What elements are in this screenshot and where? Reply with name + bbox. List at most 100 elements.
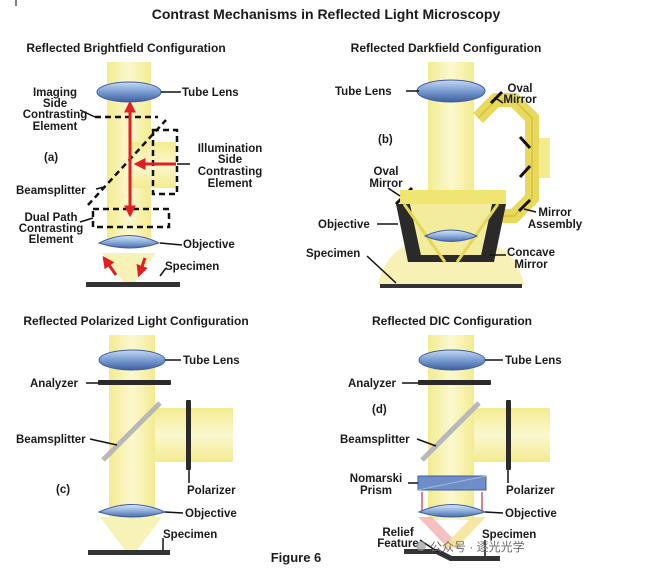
specimen-stage (86, 282, 180, 287)
panel-b-title: Reflected Darkfield Configuration (351, 41, 542, 55)
label-oval-mirror-left-2: Mirror (369, 178, 403, 190)
label-dual-path-1: Dual Path (24, 212, 77, 224)
panel-d-tag: (d) (372, 404, 387, 416)
leader (387, 187, 401, 197)
label-beamsplitter: Beamsplitter (16, 434, 86, 446)
specimen-relief (404, 549, 500, 561)
light-cone (100, 517, 162, 550)
panel-b-tag: (b) (378, 134, 393, 146)
label-nomarski-1: Nomarski (350, 473, 402, 485)
leader (416, 438, 437, 447)
panel-brightfield: Reflected Brightfield Configuration (16, 41, 262, 287)
label-mirror-assembly-1: Mirror (538, 207, 572, 219)
label-tube-lens: Tube Lens (183, 355, 240, 367)
leader (164, 511, 184, 514)
light-cone (102, 253, 156, 282)
watermark: 公众号 · 逐光光学 (416, 539, 525, 554)
label-tube-lens: Tube Lens (505, 355, 562, 367)
label-objective: Objective (185, 508, 237, 520)
wechat-icon (416, 541, 426, 551)
label-objective: Objective (318, 219, 370, 231)
label-dual-path-2: Contrasting (19, 223, 84, 235)
panel-a-tag: (a) (44, 152, 58, 164)
arrow-reflect-left (102, 256, 118, 276)
label-illumination-4: Element (208, 178, 253, 190)
label-specimen: Specimen (163, 529, 217, 541)
figure-caption: Figure 6 (271, 550, 322, 565)
label-oval-mirror-top-2: Mirror (503, 94, 537, 106)
label-concave-mirror-2: Mirror (514, 259, 548, 271)
label-relief-1: Relief (382, 527, 413, 539)
panel-dic: Reflected DIC Configuration Tube Lens An… (340, 314, 562, 561)
label-objective: Objective (183, 239, 235, 251)
label-objective: Objective (505, 508, 557, 520)
label-imaging-4: Element (33, 121, 78, 133)
polarizer-plate (506, 400, 511, 470)
objective-lens (97, 235, 161, 249)
label-tube-lens: Tube Lens (182, 87, 239, 99)
label-polarizer: Polarizer (506, 485, 555, 497)
label-mirror-assembly-2: Assembly (528, 219, 583, 231)
label-concave-mirror-1: Concave (507, 247, 555, 259)
illumination-side-element (151, 128, 179, 196)
label-illumination-3: Contrasting (198, 166, 263, 178)
analyzer-plate (98, 380, 171, 385)
leader (496, 98, 504, 104)
label-specimen: Specimen (306, 248, 360, 260)
figure-title: Contrast Mechanisms in Reflected Light M… (152, 6, 501, 22)
illumination-beam (155, 408, 233, 462)
leader (79, 109, 96, 118)
illumination-beam (474, 408, 550, 462)
panel-c-title: Reflected Polarized Light Configuration (23, 314, 248, 328)
beamsplitter-glass (420, 401, 481, 462)
label-imaging-2: Side (43, 98, 67, 110)
illumination-band (400, 190, 506, 204)
tube-lens (418, 349, 486, 371)
leader (366, 255, 397, 284)
panel-darkfield: Reflected Darkfield Configuration (306, 41, 583, 288)
label-analyzer: Analyzer (348, 378, 396, 390)
label-imaging-1: Imaging (33, 87, 77, 99)
panel-polarized: Reflected Polarized Light Configuration … (16, 314, 249, 555)
label-beamsplitter: Beamsplitter (340, 434, 410, 446)
watermark-text: 公众号 · 逐光光学 (430, 539, 525, 554)
label-specimen: Specimen (165, 261, 219, 273)
polarizer-plate (186, 400, 191, 470)
panel-c-tag: (c) (56, 484, 70, 496)
label-analyzer: Analyzer (30, 378, 78, 390)
leader (95, 186, 105, 190)
sheared-beam (442, 517, 486, 548)
mirror-segment (518, 164, 532, 179)
tube-lens (98, 349, 166, 371)
prism-interface (417, 475, 487, 491)
leader (79, 217, 94, 223)
leader (484, 511, 504, 514)
objective-lens (423, 229, 479, 242)
leader (159, 242, 183, 246)
label-relief-2: Feature (377, 538, 419, 550)
panel-d-title: Reflected DIC Configuration (372, 314, 532, 328)
label-nomarski-2: Prism (360, 485, 392, 497)
label-illumination-2: Side (218, 154, 242, 166)
tube-lens (96, 81, 162, 103)
label-polarizer: Polarizer (187, 485, 236, 497)
label-dual-path-3: Element (29, 234, 74, 246)
tube-lens (416, 79, 486, 103)
leader (523, 208, 537, 213)
ray (455, 203, 500, 263)
label-specimen: Specimen (482, 529, 536, 541)
panel-a-title: Reflected Brightfield Configuration (26, 41, 225, 55)
label-illumination-1: Illumination (198, 143, 263, 155)
objective-lens (97, 504, 167, 518)
label-beamsplitter: Beamsplitter (16, 185, 86, 197)
specimen-stage (88, 550, 170, 555)
label-imaging-3: Contrasting (23, 109, 88, 121)
leader (89, 438, 118, 446)
specimen-stage (380, 284, 522, 288)
dual-path-element (91, 207, 171, 229)
analyzer-plate (418, 380, 491, 385)
mirror-segment (489, 90, 504, 105)
label-tube-lens: Tube Lens (335, 86, 392, 98)
mirror-segment (517, 198, 532, 213)
